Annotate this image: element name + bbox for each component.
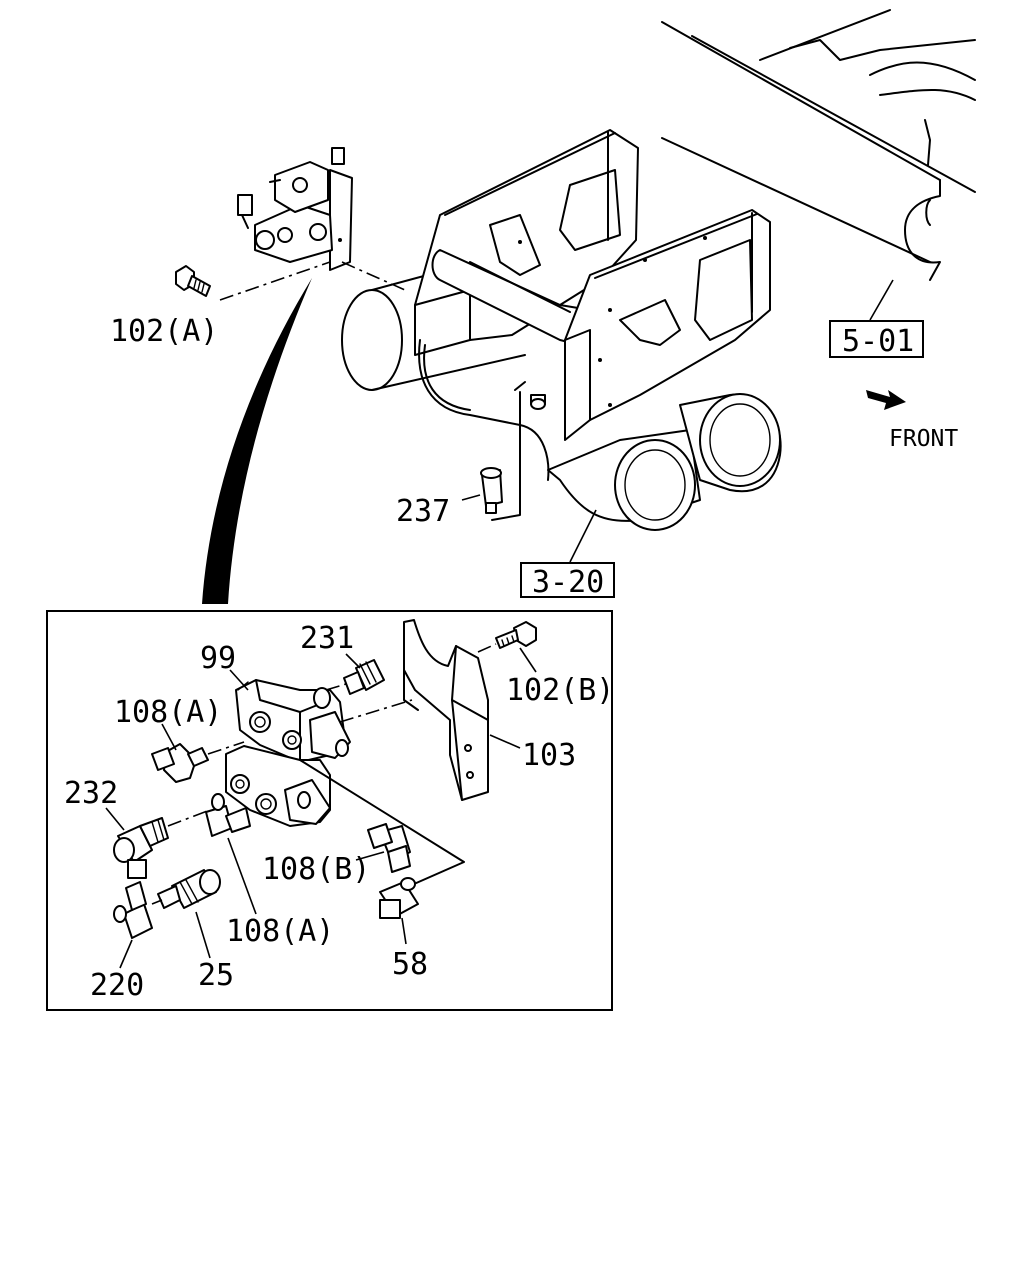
label-232: 232 bbox=[64, 776, 118, 811]
leader-25 bbox=[195, 911, 211, 959]
dashline-108a-upper bbox=[207, 741, 245, 755]
leader-108b bbox=[355, 851, 385, 861]
leader-108a-upper bbox=[161, 723, 177, 751]
dashline-102a-top bbox=[219, 261, 406, 301]
label-108a-upper: 108(A) bbox=[114, 695, 222, 730]
label-25: 25 bbox=[198, 958, 234, 993]
bolt-102a-top bbox=[175, 265, 211, 297]
dashline-232 bbox=[167, 809, 211, 827]
part-25-switch bbox=[157, 869, 221, 909]
ref-label-3-20: 3-20 bbox=[532, 565, 604, 600]
label-58: 58 bbox=[392, 947, 428, 982]
frame-rail bbox=[661, 9, 976, 281]
ref-label-5-01: 5-01 bbox=[842, 324, 914, 359]
leader-3-20 bbox=[569, 509, 597, 563]
part-58-elbow bbox=[379, 877, 419, 919]
dashline-99-to-bracket bbox=[339, 699, 413, 723]
front-arrow-icon bbox=[866, 390, 906, 410]
label-237: 237 bbox=[396, 494, 450, 529]
leader-108a-lower bbox=[227, 837, 257, 915]
crossmember-assembly bbox=[341, 129, 782, 531]
part-103-bracket bbox=[403, 619, 489, 801]
part-108b-elbow bbox=[367, 823, 411, 873]
valve-assembly-installed bbox=[237, 147, 353, 271]
label-108b: 108(B) bbox=[262, 852, 370, 887]
leader-102b bbox=[519, 647, 537, 673]
label-231: 231 bbox=[300, 621, 354, 656]
leader-103 bbox=[489, 734, 521, 749]
part-valve-lower bbox=[225, 745, 331, 827]
leader-5-01 bbox=[869, 279, 894, 321]
ref-box-3-20 bbox=[520, 562, 615, 598]
ref-box-5-01 bbox=[829, 320, 924, 358]
bolt-102b bbox=[495, 621, 537, 649]
label-99: 99 bbox=[200, 641, 236, 676]
part-220-elbow bbox=[113, 881, 153, 939]
part-232-tee bbox=[113, 817, 169, 879]
leader-58 bbox=[401, 917, 407, 945]
dashline-220-25 bbox=[151, 899, 163, 905]
label-103: 103 bbox=[522, 738, 576, 773]
label-102a-top: 102(A) bbox=[110, 314, 218, 349]
leader-220 bbox=[119, 939, 133, 969]
leader-231 bbox=[345, 653, 361, 669]
part-237-sensor bbox=[480, 467, 503, 514]
leader-232 bbox=[105, 807, 125, 831]
detail-callout-wedge bbox=[202, 278, 312, 604]
leader-237 bbox=[461, 494, 481, 501]
part-99-valve bbox=[235, 679, 351, 763]
bracket-237 bbox=[491, 391, 521, 521]
label-108a-lower: 108(A) bbox=[226, 914, 334, 949]
dashline-231 bbox=[325, 683, 347, 691]
front-label: FRONT bbox=[889, 426, 958, 452]
label-102b: 102(B) bbox=[506, 673, 614, 708]
leader-99 bbox=[229, 669, 249, 691]
tie-line bbox=[299, 759, 465, 885]
part-231-fitting bbox=[343, 659, 385, 695]
dashline-102b bbox=[477, 643, 497, 653]
part-108a-upper-elbow bbox=[151, 743, 209, 783]
label-220: 220 bbox=[90, 968, 144, 1003]
part-108a-lower-elbow bbox=[205, 793, 251, 837]
